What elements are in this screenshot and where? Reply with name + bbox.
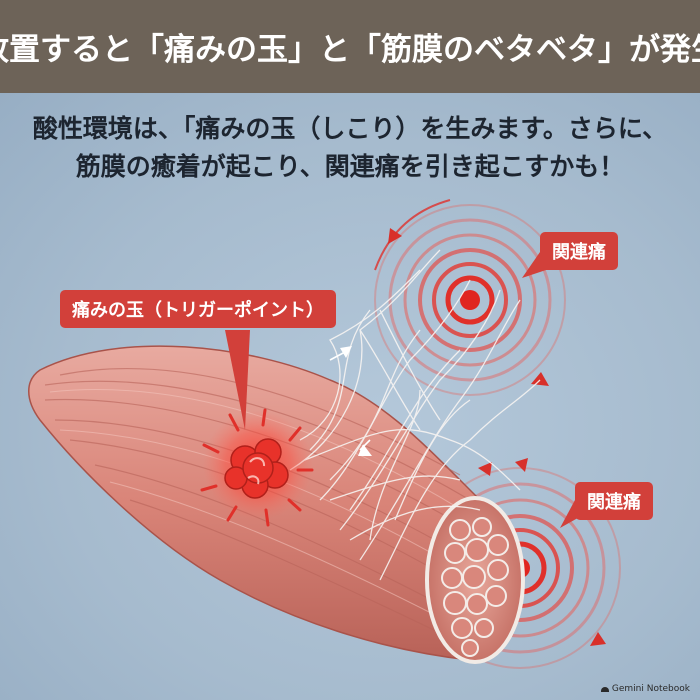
subtitle-text: 酸性環境は、「痛みの玉（しこり）を生みます。さらに、 筋膜の癒着が起こり、関連痛… — [0, 110, 700, 186]
notebook-logo-icon — [600, 686, 609, 692]
trigger-point — [200, 408, 314, 527]
watermark-text: Gemini Notebook — [611, 684, 690, 694]
fascia-arrow-head-2 — [358, 444, 372, 456]
referred-pain-rings-top — [374, 204, 566, 396]
arrow-head-bottom-3 — [590, 632, 606, 646]
fascia-arrow-head-1 — [340, 346, 352, 358]
trigger-point-label: 痛みの玉（トリガーポイント） — [60, 290, 336, 328]
subtitle-line-2: 筋膜の癒着が起こり、関連痛を引き起こすかも！ — [75, 152, 625, 181]
rotation-arc-top — [374, 199, 451, 271]
arrow-head-bottom-2 — [515, 458, 528, 472]
header-bar: 放置すると「痛みの玉」と「筋膜のベタベタ」が発生 — [0, 0, 700, 93]
page-title: 放置すると「痛みの玉」と「筋膜のベタベタ」が発生 — [0, 32, 700, 68]
fascia-adhesion-threads — [289, 249, 541, 581]
trigger-point-pointer — [225, 330, 250, 430]
subtitle-line-1: 酸性環境は、「痛みの玉（しこり）を生みます。さらに、 — [32, 114, 668, 143]
watermark: Gemini Notebook — [600, 684, 690, 694]
referred-pain-label-bottom: 関連痛 — [575, 482, 653, 520]
referred-pain-label-top: 関連痛 — [540, 232, 618, 270]
arrow-head-top-1 — [388, 228, 402, 244]
muscle-cross-section — [425, 496, 525, 664]
arrow-head-top-2 — [531, 372, 549, 386]
arrow-head-bottom-1 — [478, 462, 492, 476]
